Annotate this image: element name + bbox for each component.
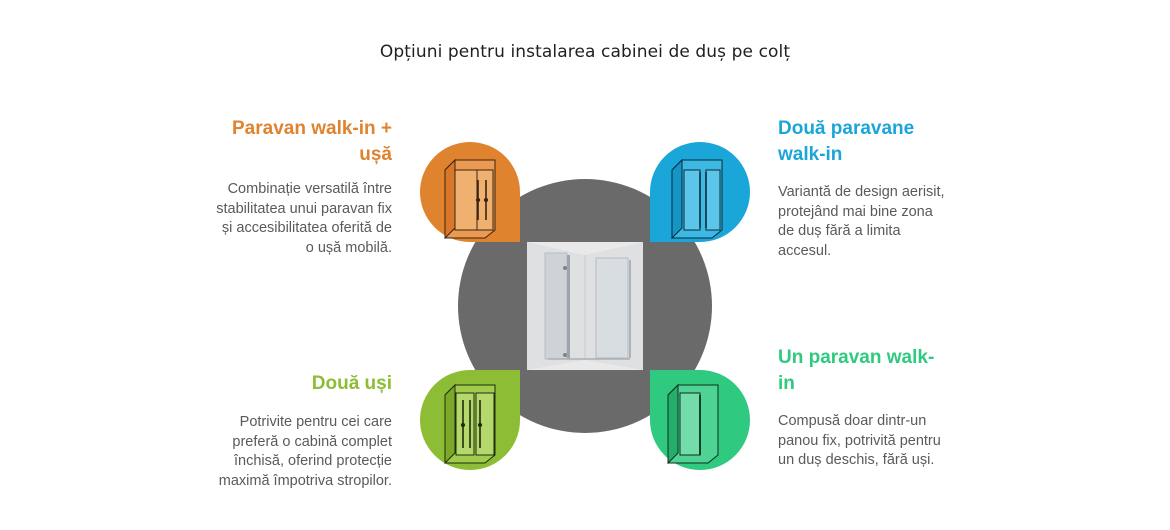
description-single-walk-in-panel: Compusă doar dintr-un panou fix, potrivi… [778, 413, 941, 468]
heading-walk-in-plus-door: Paravan walk-in + ușă [232, 118, 392, 165]
single-walk-in-panel-icon [667, 383, 719, 465]
description-two-doors: Potrivite pentru cei care preferă o cabi… [218, 414, 392, 489]
two-walk-in-panels-icon [671, 158, 723, 240]
page-title: Opțiuni pentru instalarea cabinei de duș… [379, 42, 791, 62]
description-walk-in-plus-door: Combinație versatilă între stabilitatea … [216, 181, 392, 256]
heading-two-doors: Două uși [311, 373, 392, 394]
heading-single-walk-in-panel: Un paravan walk-in [778, 347, 935, 394]
two-doors-icon [444, 383, 496, 465]
corner-shower-image [527, 242, 643, 370]
heading-two-walk-in-panels: Două paravane walk-in [778, 118, 915, 165]
description-two-walk-in-panels: Variantă de design aerisit, protejând ma… [778, 184, 945, 259]
walk-in-panel-plus-door-icon [444, 158, 496, 240]
